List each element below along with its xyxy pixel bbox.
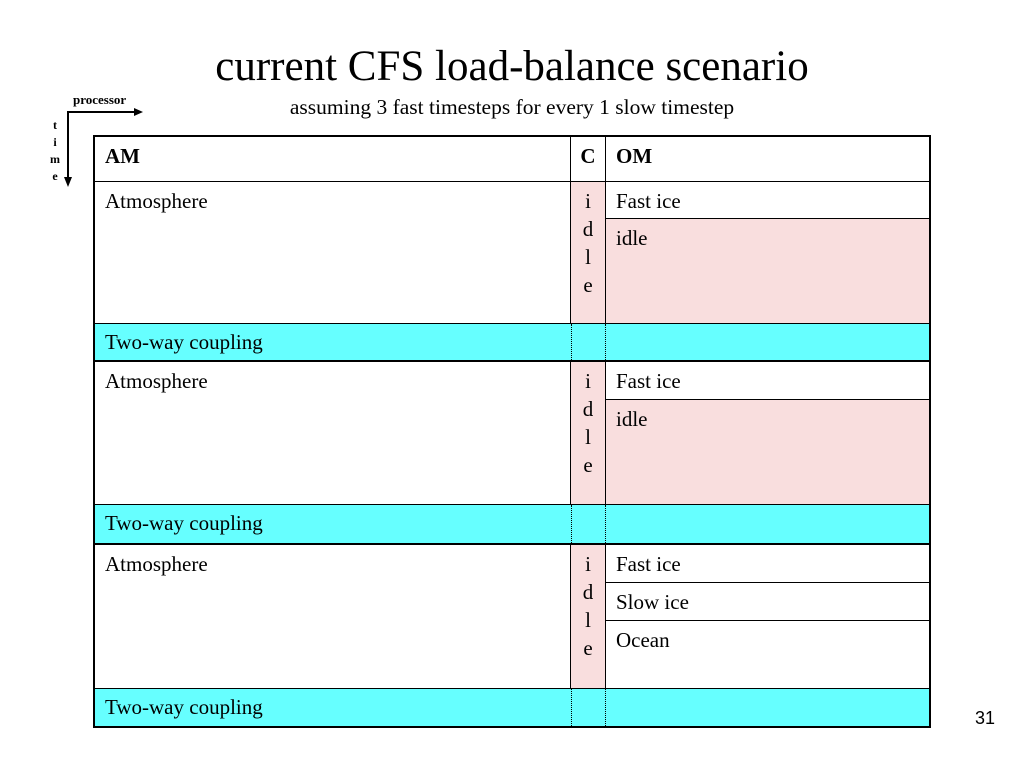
- om-fast-ice-cell: Fast ice: [606, 362, 929, 400]
- processor-axis-label: processor: [73, 92, 127, 107]
- c-idle-cell: i d l e: [571, 362, 606, 504]
- time-axis-label: t i m e: [48, 117, 62, 185]
- coupling-row: Two-way coupling: [95, 688, 929, 726]
- om-slow-ice-cell: Slow ice: [606, 583, 929, 621]
- om-fast-ice-cell: Fast ice: [606, 182, 929, 219]
- header-c: C: [571, 137, 606, 182]
- om-ocean-cell: Ocean: [616, 628, 670, 652]
- coupling-label: Two-way coupling: [105, 330, 263, 354]
- c-idle-letter: l: [585, 425, 591, 449]
- processor-axis-arrow: [68, 108, 143, 116]
- time-letter: t: [53, 118, 57, 132]
- coupling-row: Two-way coupling: [95, 323, 929, 362]
- om-fast-ice-cell: Fast ice: [606, 545, 929, 583]
- c-idle-letter: i: [585, 189, 591, 213]
- time-letter: m: [50, 152, 60, 166]
- coupling-c-divider: [571, 505, 606, 543]
- c-idle-cell: i d l e: [571, 545, 606, 688]
- c-idle-cell: i d l e: [571, 182, 606, 323]
- header-am: AM: [95, 137, 571, 182]
- om-idle-cell: idle: [606, 400, 929, 504]
- time-axis-arrow: [64, 111, 72, 187]
- slide-title: current CFS load-balance scenario: [215, 43, 809, 90]
- am-atmosphere-cell: Atmosphere: [95, 182, 571, 323]
- time-letter: i: [53, 135, 57, 149]
- load-balance-table: AM C OM Atmosphere i d l e Fast ice idle…: [93, 135, 931, 728]
- c-idle-letter: l: [585, 608, 591, 632]
- c-idle-letter: i: [585, 552, 591, 576]
- c-idle-letter: e: [583, 273, 593, 297]
- coupling-c-divider: [571, 689, 606, 726]
- coupling-label: Two-way coupling: [105, 511, 263, 535]
- coupling-label: Two-way coupling: [105, 695, 263, 719]
- am-atmosphere-cell: Atmosphere: [95, 545, 571, 688]
- coupling-row: Two-way coupling: [95, 504, 929, 545]
- axis-arrows: [64, 108, 143, 187]
- time-arrow-head: [64, 177, 72, 187]
- om-idle-cell: idle: [606, 219, 929, 323]
- c-idle-letter: i: [585, 369, 591, 393]
- am-atmosphere-cell: Atmosphere: [95, 362, 571, 504]
- processor-arrow-head: [134, 108, 143, 116]
- c-idle-letter: e: [583, 453, 593, 477]
- c-idle-letter: d: [582, 397, 594, 421]
- header-om: OM: [606, 137, 929, 182]
- slide-subtitle: assuming 3 fast timesteps for every 1 sl…: [289, 95, 735, 119]
- c-idle-letter: e: [583, 636, 593, 660]
- c-idle-letter: d: [582, 217, 594, 241]
- c-idle-letter: l: [585, 245, 591, 269]
- c-idle-letter: d: [582, 580, 594, 604]
- page-number: 31: [974, 708, 996, 728]
- coupling-c-divider: [571, 324, 606, 360]
- time-letter: e: [52, 169, 58, 183]
